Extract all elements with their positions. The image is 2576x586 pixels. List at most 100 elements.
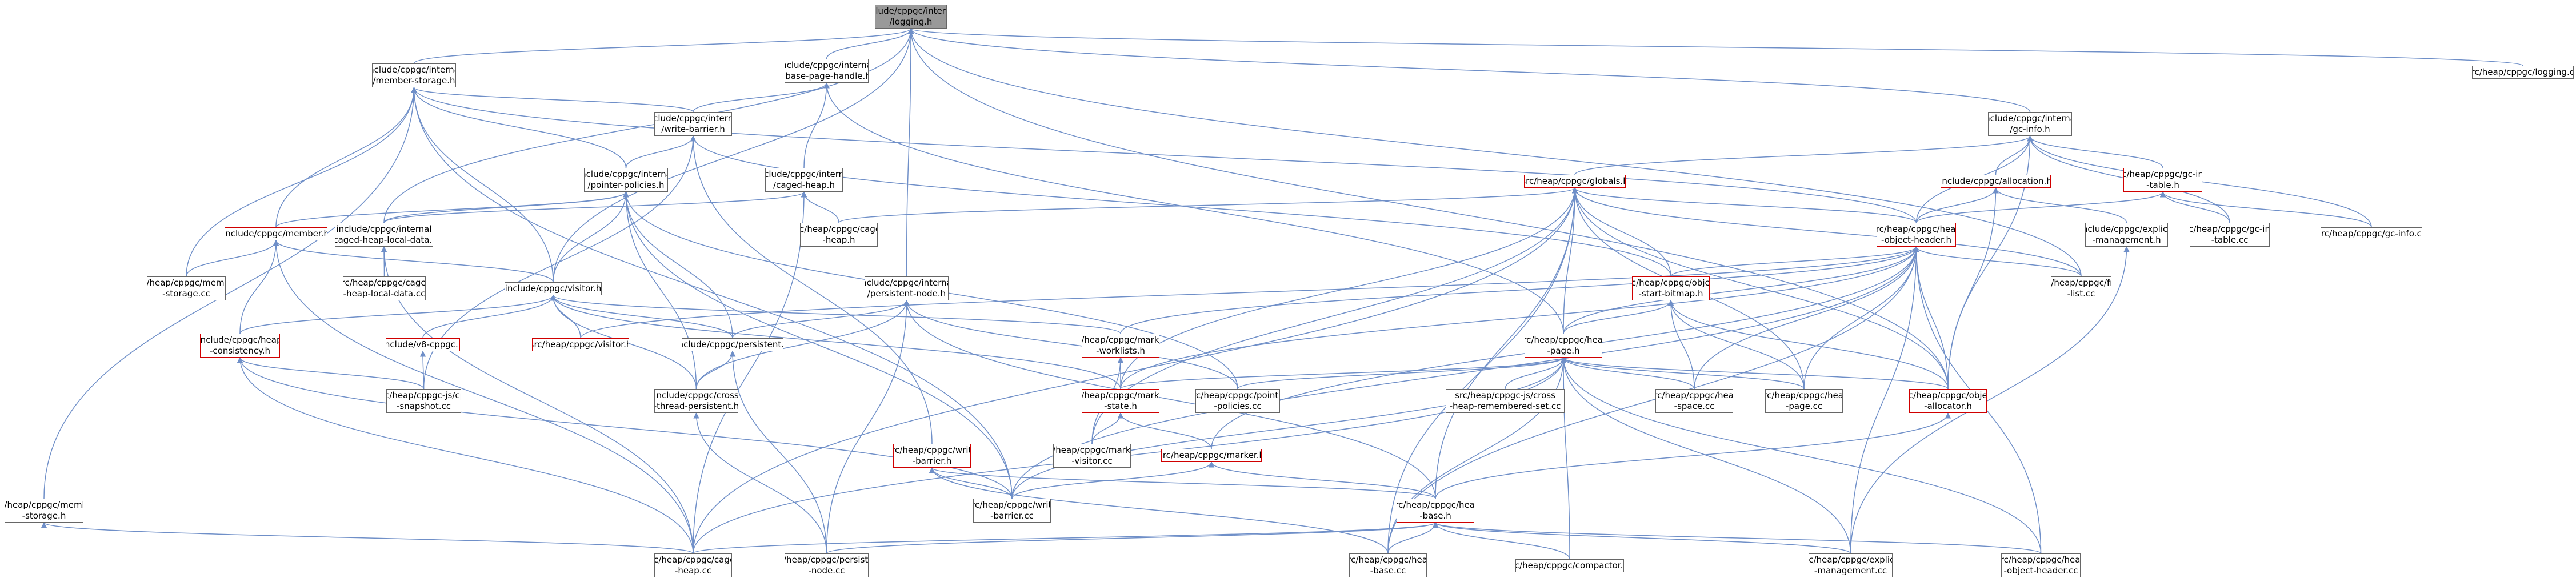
graph-edge (383, 191, 807, 223)
node-label-line: src/heap/cppgc/heap (1766, 390, 1842, 400)
graph-edge (383, 191, 629, 223)
graph-node-write-barrier-h[interactable]: include/cppgc/internal/write-barrier.h (654, 112, 732, 136)
node-label-line: include/cppgc/member.h (225, 228, 327, 239)
graph-edge (383, 27, 914, 223)
graph-node-cross-thread-persistent-h[interactable]: include/cppgc/cross-thread-persistent.h (654, 389, 738, 413)
node-label-line: include/cppgc/internal (654, 113, 731, 123)
graph-node-persistent-node-cc[interactable]: src/heap/cppgc/persistent-node.cc (785, 553, 869, 577)
graph-node-marking-worklists-h[interactable]: src/heap/cppgc/marking-worklists.h (1082, 334, 1159, 358)
node-label-line: src/heap/cppgc-js/cpp (387, 390, 461, 400)
graph-node-member-storage-src-h[interactable]: src/heap/cppgc/member-storage.h (5, 499, 83, 523)
graph-edge (1571, 187, 2082, 277)
graph-node-marking-visitor-cc[interactable]: src/heap/cppgc/marking-visitor.cc (1053, 444, 1131, 468)
graph-node-heap-object-header-cc[interactable]: src/heap/cppgc/heap-object-header.cc (2001, 553, 2081, 577)
graph-node-heap-page-cc[interactable]: src/heap/cppgc/heap-page.cc (1765, 389, 1843, 413)
node-label-line: include/cppgc/internal (875, 6, 946, 16)
graph-node-caged-heap-local-data-h[interactable]: include/cppgc/internal/caged-heap-local-… (335, 223, 433, 247)
graph-edge (419, 350, 426, 390)
graph-node-heap-page-h[interactable]: src/heap/cppgc/heap-page.h (1525, 334, 1602, 358)
graph-node-caged-heap-cc[interactable]: src/heap/cppgc/caged-heap.cc (654, 553, 732, 577)
graph-node-v8-cppgc-h[interactable]: include/v8-cppgc.h (386, 338, 460, 351)
graph-node-cpp-snapshot-cc[interactable]: src/heap/cppgc-js/cpp-snapshot.cc (386, 389, 461, 413)
graph-edge (903, 299, 1436, 499)
graph-node-logging-cc[interactable]: src/heap/cppgc/logging.cc (2472, 66, 2574, 79)
graph-edge (1432, 521, 1570, 560)
graph-edge (1574, 135, 2033, 175)
node-label-line: src/heap/cppgc/gc-info (2124, 169, 2202, 179)
graph-edge (1563, 187, 1578, 334)
graph-node-explicit-management-cc[interactable]: src/heap/cppgc/explicit-management.cc (1809, 553, 1893, 577)
node-label-line: src/heap/cppgc/pointer (1196, 390, 1279, 400)
graph-node-member-storage-h[interactable]: include/cppgc/internal/member-storage.h (372, 63, 456, 87)
node-label-line: src/heap/cppgc/heap (1877, 224, 1956, 234)
node-label-line: include/cppgc/internal (1989, 113, 2071, 123)
graph-node-logging[interactable]: include/cppgc/internal/logging.h (875, 5, 947, 29)
node-label-line: include/cppgc/internal (585, 169, 667, 179)
node-label-line: src/heap/cppgc/logging.cc (2472, 67, 2574, 77)
graph-node-cross-heap-remembered-set-cc[interactable]: src/heap/cppgc-js/cross-heap-remembered-… (1446, 389, 1565, 413)
graph-node-allocation-h[interactable]: include/cppgc/allocation.h (1941, 175, 2051, 188)
node-label-line: include/cppgc/cross (654, 390, 738, 400)
graph-node-heap-base-h[interactable]: src/heap/cppgc/heap-base.h (1397, 499, 1474, 523)
graph-edge (1667, 299, 1695, 390)
graph-node-caged-heap-h[interactable]: include/cppgc/internal/caged-heap.h (765, 168, 843, 192)
graph-node-gc-info-table-h[interactable]: src/heap/cppgc/gc-info-table.h (2123, 168, 2202, 192)
graph-node-gc-info-h[interactable]: include/cppgc/internal/gc-info.h (1988, 112, 2072, 136)
node-label-line: -snapshot.cc (396, 401, 451, 411)
graph-node-pointer-policies-cc[interactable]: src/heap/cppgc/pointer-policies.cc (1195, 389, 1280, 413)
graph-node-heap-space-cc[interactable]: src/heap/cppgc/heap-space.cc (1655, 389, 1733, 413)
graph-edge (690, 135, 933, 444)
graph-node-compactor-cc[interactable]: src/heap/cppgc/compactor.cc (1515, 559, 1624, 572)
node-label-line: src/heap/cppgc/heap (1525, 335, 1602, 345)
node-label-line: src/heap/cppgc/write (894, 445, 970, 455)
graph-edge (693, 187, 1578, 554)
graph-edge (1667, 299, 1949, 390)
node-label-line: -heap-local-data.cc (343, 288, 426, 299)
graph-edge (826, 299, 910, 554)
graph-node-gc-info-cc[interactable]: src/heap/cppgc/gc-info.cc (2321, 227, 2422, 240)
graph-node-explicit-management-h[interactable]: include/cppgc/explicit-management.h (2085, 223, 2168, 247)
graph-node-heap-object-header-h[interactable]: src/heap/cppgc/heap-object-header.h (1877, 223, 1956, 247)
graph-node-object-allocator-h[interactable]: src/heap/cppgc/object-allocator.h (1909, 389, 1987, 413)
graph-edge (1915, 187, 1999, 223)
graph-node-pointer-policies[interactable]: include/cppgc/internal/pointer-policies.… (584, 168, 668, 192)
graph-node-member-h[interactable]: include/cppgc/member.h (225, 227, 327, 240)
node-label-line: -barrier.h (912, 456, 952, 466)
graph-node-persistent-h[interactable]: include/cppgc/persistent.h (682, 338, 783, 351)
graph-node-src-caged-heap-h[interactable]: src/heap/cppgc/caged-heap.h (800, 223, 878, 247)
graph-node-write-barrier-cc[interactable]: src/heap/cppgc/write-barrier.cc (973, 499, 1051, 523)
graph-node-member-storage-cc[interactable]: src/heap/cppgc/member-storage.cc (147, 276, 226, 300)
node-label-line: -allocator.h (1924, 401, 1972, 411)
graph-node-gc-info-table-cc[interactable]: src/heap/cppgc/gc-info-table.cc (2190, 223, 2270, 247)
graph-edge (411, 86, 1917, 223)
graph-node-marking-state-h[interactable]: src/heap/cppgc/marking-state.h (1082, 389, 1159, 413)
node-label-line: -policies.cc (1214, 401, 1262, 411)
graph-node-write-barrier-src-h[interactable]: src/heap/cppgc/write-barrier.h (893, 444, 971, 468)
node-label-line: src/heap/cppgc/gc-info (2190, 224, 2269, 234)
node-label-line: src/heap/cppgc/write (974, 500, 1050, 510)
graph-edge (732, 299, 910, 339)
graph-edge (929, 467, 1436, 499)
graph-edge (1571, 187, 1917, 223)
graph-edge (1571, 187, 1671, 277)
graph-node-globals-h[interactable]: src/heap/cppgc/globals.h (1524, 175, 1626, 188)
node-label-line: src/heap/cppgc/free (2051, 278, 2111, 288)
graph-node-visitor-h[interactable]: include/cppgc/visitor.h (505, 282, 602, 295)
graph-node-persistent-node-h[interactable]: include/cppgc/internal/persistent-node.h (865, 276, 949, 300)
graph-node-marker-h[interactable]: src/heap/cppgc/marker.h (1161, 449, 1262, 462)
graph-node-src-visitor-h[interactable]: src/heap/cppgc/visitor.h (532, 338, 629, 351)
node-label-line: include/cppgc/internal (785, 60, 868, 70)
node-label-line: src/heap/cppgc/caged (800, 224, 877, 234)
graph-node-base-page-handle[interactable]: include/cppgc/internal/base-page-handle.… (785, 59, 869, 83)
node-label-line: -object-header.cc (2003, 565, 2078, 576)
graph-node-heap-consistency-h[interactable]: include/cppgc/heap-consistency.h (200, 334, 280, 358)
node-label-line: src/heap/cppgc-js/cross (1455, 390, 1555, 400)
graph-node-caged-heap-local-data-cc[interactable]: src/heap/cppgc/caged-heap-local-data.cc (343, 276, 426, 300)
graph-node-object-start-bitmap-h[interactable]: src/heap/cppgc/object-start-bitmap.h (1632, 276, 1710, 300)
graph-node-free-list-cc[interactable]: src/heap/cppgc/free-list.cc (2051, 276, 2111, 300)
graph-edge (1387, 246, 1919, 554)
graph-edge (273, 239, 554, 283)
graph-node-heap-base-cc[interactable]: src/heap/cppgc/heap-base.cc (1349, 553, 1427, 577)
node-label-line: include/cppgc/internal (765, 169, 842, 179)
